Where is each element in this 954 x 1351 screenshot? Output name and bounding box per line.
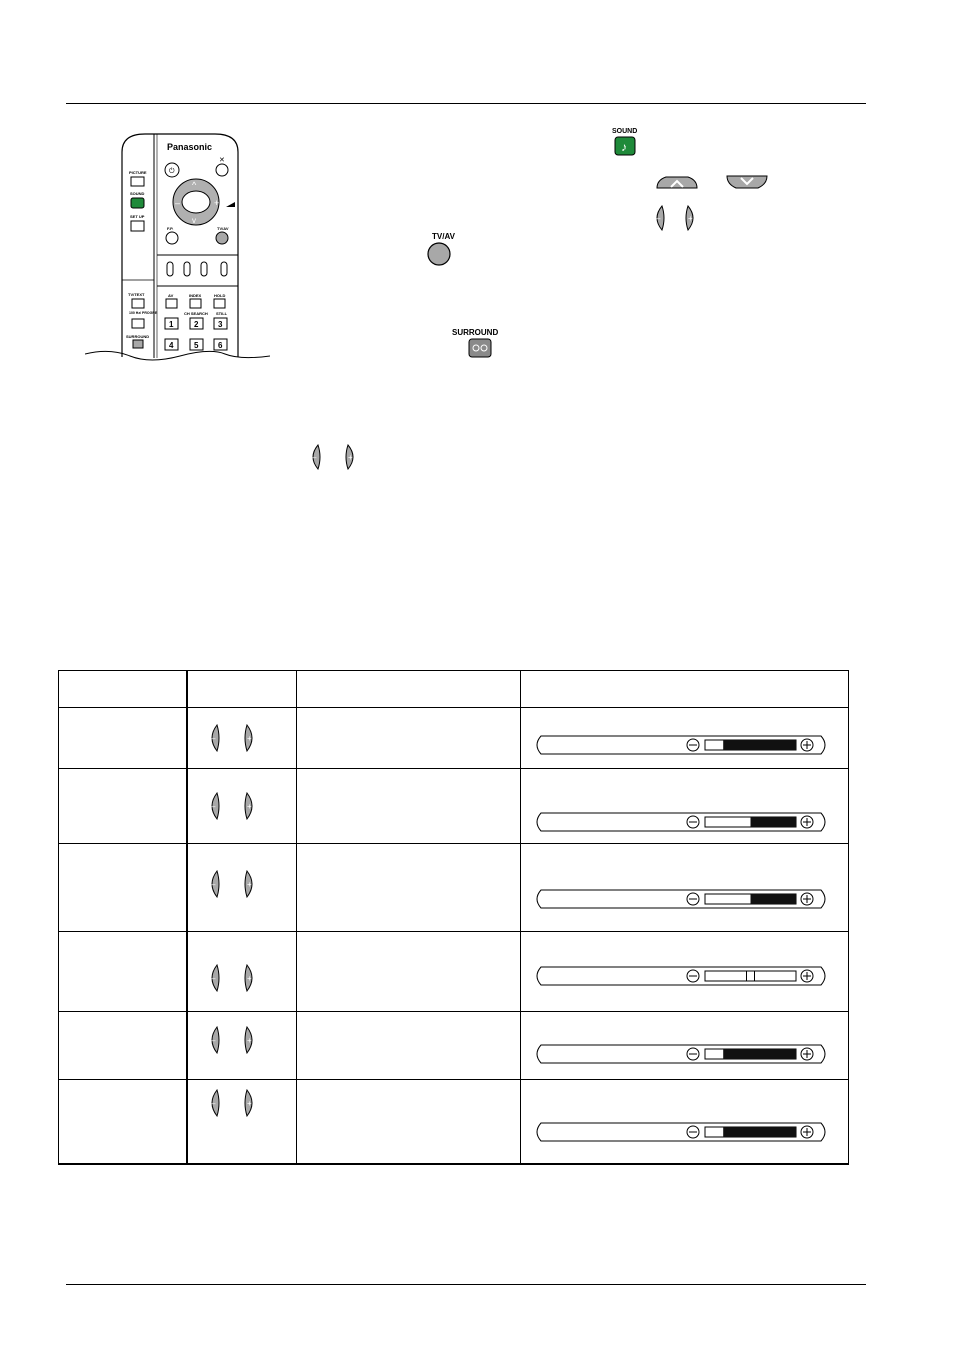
table-row-divider bbox=[59, 843, 848, 844]
level-bar bbox=[536, 966, 826, 986]
remote-fn-sub-chsearch: CH SEARCH bbox=[184, 311, 208, 316]
table-column-divider bbox=[296, 671, 297, 1163]
up-arrow-button-icon bbox=[656, 176, 698, 189]
tvav-button-label: TV/AV bbox=[432, 232, 456, 241]
remote-label-100hz: 100 Hz/ PROGRE bbox=[129, 311, 158, 315]
down-arrow-button-icon bbox=[726, 175, 768, 189]
table-column-divider bbox=[520, 671, 521, 1163]
sound-adjustment-table bbox=[58, 670, 849, 1165]
sound-button-label: SOUND bbox=[612, 128, 637, 135]
minus-plus-icon: –+ bbox=[211, 1025, 253, 1055]
svg-text:–: – bbox=[211, 734, 216, 743]
svg-text:–: – bbox=[656, 214, 661, 223]
svg-text:–: – bbox=[211, 974, 216, 983]
svg-text:–: – bbox=[211, 802, 216, 811]
svg-text:v: v bbox=[192, 216, 196, 225]
remote-fp-label: F.P. bbox=[167, 226, 173, 231]
remote-key-4: 4 bbox=[169, 341, 174, 350]
remote-fn-av: AV bbox=[168, 293, 174, 298]
minus-plus-icon: –+ bbox=[211, 723, 253, 753]
table-row-divider bbox=[59, 931, 848, 932]
remote-key-3: 3 bbox=[218, 320, 223, 329]
level-bar bbox=[536, 889, 826, 909]
svg-text:+: + bbox=[247, 1036, 252, 1045]
minus-plus-icon: –+ bbox=[211, 1088, 253, 1118]
remote-control-illustration: Panasonic ⏻ ✕ ^ v – + F.P. TV/AV PICTURE… bbox=[85, 133, 270, 361]
remote-fn-index: INDEX bbox=[189, 293, 202, 298]
level-bar bbox=[536, 1044, 826, 1064]
sound-button-icon: SOUND ♪ bbox=[612, 128, 637, 156]
remote-label-tvtext: TV/TEXT bbox=[128, 292, 145, 297]
svg-text:+: + bbox=[348, 453, 353, 462]
level-bar bbox=[536, 812, 826, 832]
surround-button-icon: SURROUND bbox=[452, 328, 498, 358]
minus-plus-icon: –+ bbox=[211, 791, 253, 821]
remote-brand: Panasonic bbox=[167, 142, 212, 152]
svg-text:+: + bbox=[247, 1099, 252, 1108]
remote-label-sound: SOUND bbox=[130, 191, 145, 196]
svg-text:+: + bbox=[688, 214, 693, 223]
remote-key-5: 5 bbox=[194, 341, 199, 350]
svg-text:^: ^ bbox=[192, 180, 197, 190]
remote-key-1: 1 bbox=[169, 320, 174, 329]
svg-text:–: – bbox=[211, 1099, 216, 1108]
svg-text:–: – bbox=[211, 1036, 216, 1045]
remote-fn-hold: HOLD bbox=[214, 293, 225, 298]
svg-text:+: + bbox=[247, 974, 252, 983]
svg-text:–: – bbox=[175, 198, 180, 208]
svg-text:+: + bbox=[247, 802, 252, 811]
table-row-divider bbox=[59, 1079, 848, 1080]
remote-label-picture: PICTURE bbox=[129, 170, 147, 175]
level-bar bbox=[536, 1122, 826, 1142]
svg-text:⏻: ⏻ bbox=[169, 167, 175, 175]
level-bar bbox=[536, 735, 826, 755]
table-row-divider bbox=[59, 1011, 848, 1012]
table-row-divider bbox=[59, 707, 848, 708]
tvav-button-icon: TV/AV bbox=[427, 232, 456, 266]
svg-text:+: + bbox=[214, 198, 219, 208]
remote-fn-sub-still: STILL bbox=[216, 311, 228, 316]
minus-plus-buttons-icon-2: – + bbox=[312, 443, 354, 471]
remote-label-setup: SET UP bbox=[130, 214, 145, 219]
top-rule bbox=[66, 103, 866, 104]
table-row-divider bbox=[59, 768, 848, 769]
svg-text:–: – bbox=[211, 880, 216, 889]
minus-plus-icon: –+ bbox=[211, 963, 253, 993]
remote-label-surround: SURROUND bbox=[126, 334, 149, 339]
svg-text:+: + bbox=[247, 880, 252, 889]
minus-plus-icon: –+ bbox=[211, 869, 253, 899]
remote-key-6: 6 bbox=[218, 341, 223, 350]
remote-tvav-label: TV/AV bbox=[217, 226, 229, 231]
svg-text:✕: ✕ bbox=[219, 157, 225, 164]
svg-text:♪: ♪ bbox=[621, 140, 627, 154]
table-column-divider bbox=[186, 671, 188, 1163]
surround-button-label: SURROUND bbox=[452, 328, 498, 337]
svg-text:–: – bbox=[312, 453, 317, 462]
svg-text:+: + bbox=[247, 734, 252, 743]
bottom-rule bbox=[66, 1284, 866, 1285]
minus-plus-buttons-icon: – + bbox=[656, 204, 694, 232]
remote-key-2: 2 bbox=[194, 320, 199, 329]
